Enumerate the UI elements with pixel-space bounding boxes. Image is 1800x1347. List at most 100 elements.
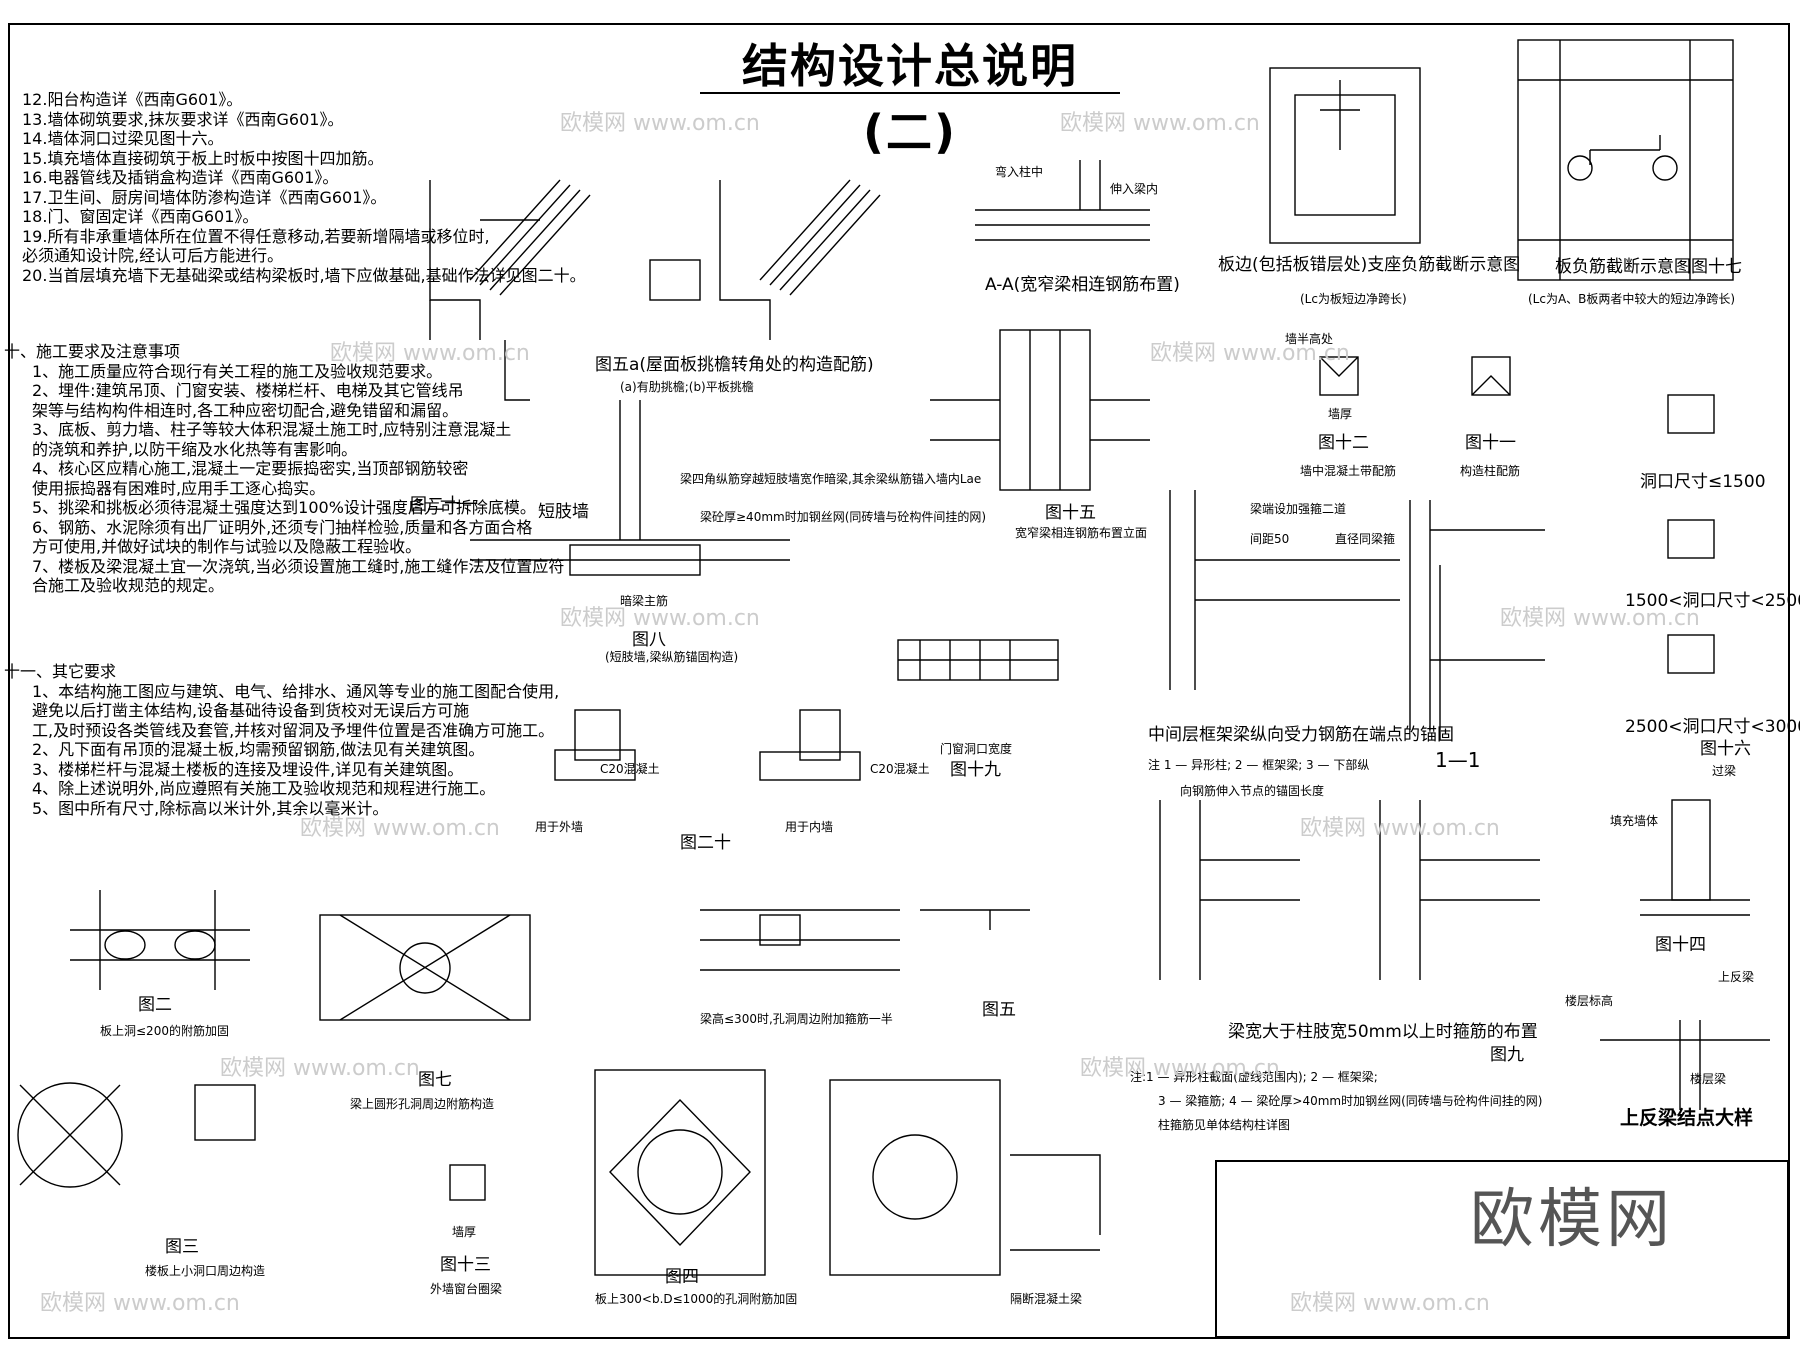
fig16-sub: 过梁 (1712, 764, 1737, 778)
hidden-beam-label: 暗梁主筋 (620, 594, 669, 608)
fig4-caption: 图四 (665, 1267, 699, 1287)
floor-elevation-label: 楼层标高 (1565, 994, 1614, 1008)
watermark: 欧模网 www.om.cn (560, 111, 760, 136)
s10-item: 架等与结构构件相连时,各工种应密切配合,避免错留和漏留。 (32, 400, 459, 420)
fig4-sub: 板上300<b.D≤1000的孔洞附筋加固 (595, 1292, 798, 1306)
note-17: 17.卫生间、厨房间墙体防渗构造详《西南G601》。 (22, 187, 387, 207)
watermark: 欧模网 www.om.cn (1150, 341, 1350, 366)
watermark: 欧模网 www.om.cn (300, 816, 500, 841)
fig5-caption: 图五 (982, 1000, 1016, 1020)
upturn-beam-label: 上反梁 (1718, 970, 1755, 984)
add-stirrups-label: 梁端设加强箍二道 (1250, 502, 1347, 516)
wall-thickness-13: 墙厚 (452, 1225, 477, 1239)
s11-item: 5、图中所有尺寸,除标高以米计外,其余以毫米计。 (32, 798, 389, 818)
note-18: 18.门、窗固定详《西南G601》。 (22, 207, 259, 226)
floor-beam-label: 楼层梁 (1690, 1072, 1727, 1086)
into-beam-label: 伸入梁内 (1110, 182, 1159, 196)
logo: 欧模网 (1470, 1183, 1674, 1257)
fig6-sub: 梁高≤300时,孔洞周边附加箍筋一半 (700, 1012, 893, 1026)
watermark: 欧模网 www.om.cn (40, 1291, 240, 1316)
section-11: 十一、其它要求 1、本结构施工图应与建筑、电气、给排水、通风等专业的施工图配合使… (4, 662, 559, 818)
mid-frame-note2: 向钢筋伸入节点的锚固长度 (1180, 784, 1325, 798)
fig19-sub: 门窗洞口宽度 (940, 742, 1013, 756)
fig7-caption: 图七 (418, 1070, 452, 1090)
s11-item: 避免以后打凿主体结构,设备基础待设备到货校对无误后方可施 (32, 701, 470, 720)
section-1-1: 1—1 (1435, 748, 1481, 772)
s11-item: 1、本结构施工图应与建筑、电气、给排水、通风等专业的施工图配合使用, (32, 681, 560, 701)
infill-wall-label: 填充墙体 (1610, 814, 1659, 828)
watermark: 欧模网 www.om.cn (1290, 1291, 1490, 1316)
s10-item: 4、核心区应精心施工,混凝土一定要振捣密实,当顶部钢筋较密 (32, 459, 469, 478)
slab-edge-sub: (Lc为板短边净跨长) (1300, 292, 1407, 306)
note-15: 15.填充墙体直接砌筑于板上时板中按图十四加筋。 (22, 148, 384, 168)
fig2-sub: 板上洞≤200的附筋加固 (100, 1024, 229, 1038)
s10-item: 6、钢筋、水泥除须有出厂证明外,还须专门抽样检验,质量和各方面合格 (32, 517, 533, 537)
s10-item: 5、挑梁和挑板必须待混凝土强度达到100%设计强度后方可拆除底模。 (32, 498, 536, 517)
fig15-sub: 宽窄梁相连钢筋布置立面 (1015, 526, 1148, 540)
s10-item: 合施工及验收规范的规定。 (32, 576, 225, 595)
watermark: 欧模网 www.om.cn (560, 606, 760, 631)
s11-item: 4、除上述说明外,尚应遵照有关施工及验收规范和规程进行施工。 (32, 779, 496, 798)
beam-rebar-note: 梁四角纵筋穿越短肢墙宽作暗梁,其余梁纵筋锚入墙内Lae (680, 472, 982, 486)
fig16-caption: 图十六 (1700, 739, 1751, 759)
fig9-title: 梁宽大于柱肢宽50mm以上时箍筋的布置 (1228, 1022, 1538, 1042)
s10-item: 1、施工质量应符合现行有关工程的施工及验收规范要求。 (32, 361, 443, 381)
fig14-caption: 图十四 (1655, 935, 1706, 955)
wall-half-height: 墙半高处 (1285, 332, 1334, 346)
note-13: 13.墙体砌筑要求,抹灰要求详《西南G601》。 (22, 109, 344, 129)
s10-item: 使用振捣器有困难时,应用手工逐心捣实。 (32, 478, 326, 498)
section-11-heading: 十一、其它要求 (4, 662, 117, 681)
notes-top: 12.阳台构造详《西南G601》。 13.墙体砌筑要求,抹灰要求详《西南G601… (22, 90, 586, 285)
note-20: 20.当首层填充墙下无基础梁或结构梁板时,墙下应做基础,基础作法详见图二十。 (22, 265, 586, 285)
fig13-sub: 外墙窗台圈梁 (430, 1282, 503, 1296)
fig13-caption: 图十三 (440, 1255, 491, 1275)
title-block (1215, 1160, 1789, 1338)
fig9-note2: 3 — 梁箍筋; 4 — 梁砼厚>40mm时加钢丝网(同砖墙与砼构件间挂的网) (1158, 1094, 1543, 1108)
fig12-caption: 图十二 (1318, 433, 1369, 453)
watermark: 欧模网 www.om.cn (220, 1056, 420, 1081)
s10-item: 2、埋件:建筑吊顶、门窗安装、楼梯栏杆、电梯及其它管线吊 (32, 381, 464, 400)
fig2-caption: 图二 (138, 995, 172, 1015)
mid-frame-caption: 中间层框架梁纵向受力钢筋在端点的锚固 (1148, 725, 1454, 745)
note-14: 14.墙体洞口过梁见图十六。 (22, 129, 224, 148)
fig15-caption: 图十五 (1045, 503, 1096, 523)
s11-item: 3、楼梯栏杆与混凝土楼板的连接及埋设件,详见有关建筑图。 (32, 759, 464, 779)
upturn-caption: 上反梁结点大样 (1620, 1107, 1754, 1129)
fig8-caption: 图八 (632, 630, 666, 650)
lintel-size-1: 洞口尺寸≤1500 (1640, 472, 1766, 492)
fig17-sub: (Lc为A、B板两者中较大的短边净跨长) (1528, 292, 1736, 306)
wall-thickness-12: 墙厚 (1328, 407, 1353, 421)
c20-label-2: C20混凝土 (870, 762, 930, 776)
dia-same-label: 直径同梁箍 (1335, 532, 1396, 546)
section-10-heading: 十、施工要求及注意事项 (4, 342, 181, 361)
s11-item: 工,及时预设各类管线及套管,并核对留洞及予埋件位置是否准确方可施工。 (32, 720, 555, 740)
fig20-caption: 图二十 (680, 833, 731, 853)
fig11-caption: 图十一 (1465, 433, 1516, 453)
fig5a-caption: 图五a(屋面板挑檐转角处的构造配筋) (595, 355, 874, 375)
watermark: 欧模网 www.om.cn (1080, 1056, 1280, 1081)
inner-wall-label: 用于内墙 (785, 820, 834, 834)
fig11-sub: 构造柱配筋 (1460, 464, 1521, 478)
s10-item: 方可使用,并做好试块的制作与试验以及隐蔽工程验收。 (32, 537, 422, 556)
outer-wall-label: 用于外墙 (535, 820, 584, 834)
hidden-concrete-beam: 隔断混凝土梁 (1010, 1292, 1083, 1306)
fig9-note1: 注:1 — 异形柱截面(虚线范围内); 2 — 框架梁; (1130, 1070, 1378, 1084)
watermark: 欧模网 www.om.cn (330, 341, 530, 366)
watermark: 欧模网 www.om.cn (1500, 606, 1700, 631)
fig12-sub: 墙中混凝土带配筋 (1300, 464, 1397, 478)
lintel-size-3: 2500<洞口尺寸<3000 (1625, 717, 1800, 737)
fig5a-sub: (a)有肋挑檐;(b)平板挑檐 (620, 380, 754, 394)
watermark: 欧模网 www.om.cn (1300, 816, 1500, 841)
fig3-sub: 楼板上小洞口周边构造 (145, 1264, 266, 1278)
note-19-cont: 必须通知设计院,经认可后方能进行。 (22, 246, 284, 265)
fig19-caption: 图十九 (950, 760, 1001, 780)
title-underline (700, 92, 1120, 94)
s10-item: 3、底板、剪力墙、柱子等较大体积混凝土施工时,应特别注意混凝土 (32, 420, 512, 439)
fig21-caption: 图二十一 (410, 495, 478, 515)
note-19: 19.所有非承重墙体所在位置不得任意移动,若要新增隔墙或移位时, (22, 226, 490, 246)
mid-frame-note1: 注 1 — 异形柱; 2 — 框架梁; 3 — 下部纵 (1148, 758, 1370, 772)
beam-mesh-note: 梁砼厚≥40mm时加钢丝网(同砖墙与砼构件间挂的网) (700, 510, 987, 524)
fig8-sub: (短肢墙,梁纵筋锚固构造) (605, 650, 739, 664)
page-title: 结构设计总说明(二) (742, 39, 1078, 159)
spacing-label: 间距50 (1250, 532, 1290, 546)
